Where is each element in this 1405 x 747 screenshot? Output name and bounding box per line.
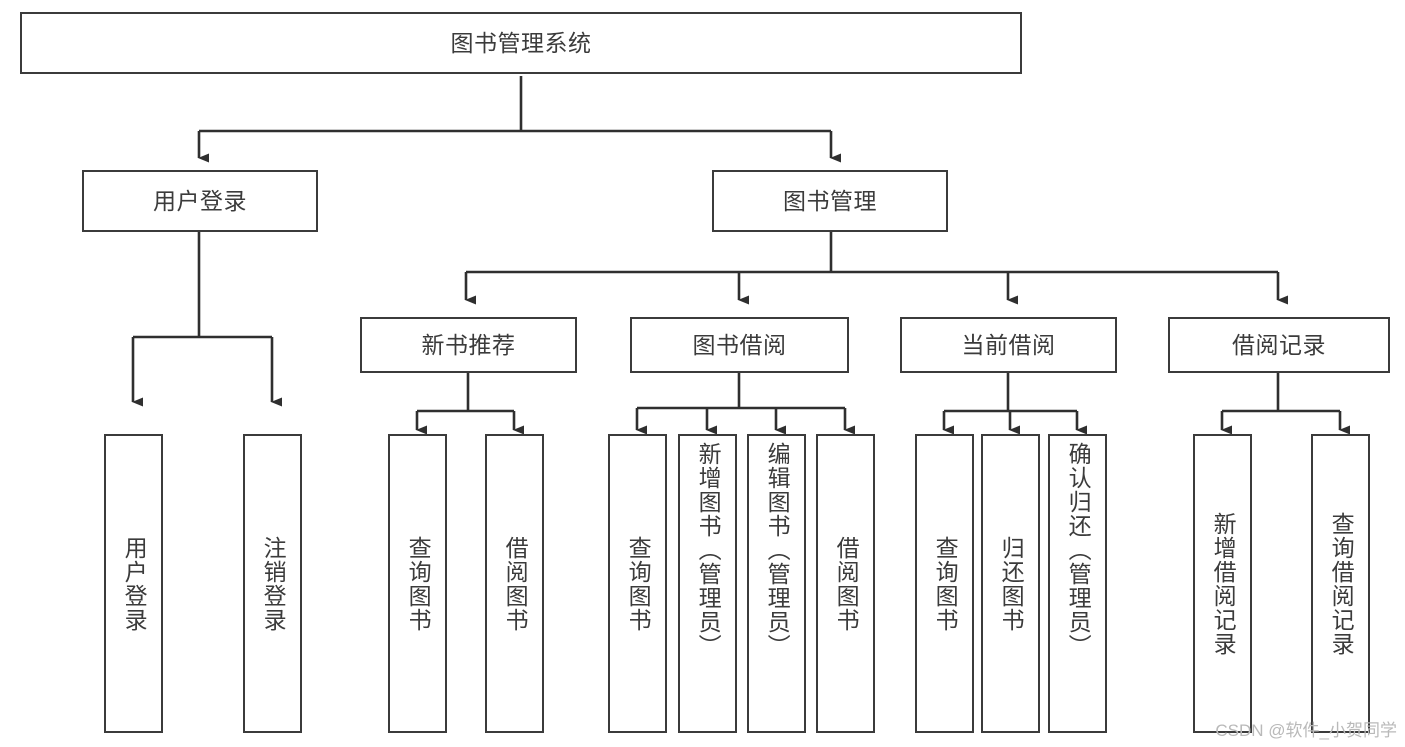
node-leaf-edit-book-admin[interactable]: 编辑图书（管理员） — [747, 434, 806, 733]
node-label: 图书管理 — [783, 187, 877, 214]
node-leaf-return-book[interactable]: 归还图书 — [981, 434, 1040, 733]
csdn-watermark: CSDN @软件_小贺同学 — [1215, 721, 1397, 740]
node-label: 借阅记录 — [1232, 331, 1326, 358]
node-root-book-management-system[interactable]: 图书管理系统 — [20, 12, 1022, 74]
node-label: 用户登录 — [121, 535, 148, 632]
node-leaf-add-book-admin[interactable]: 新增图书（管理员） — [678, 434, 737, 733]
node-leaf-query-book-current[interactable]: 查询图书 — [915, 434, 974, 733]
node-label: 查询图书 — [625, 535, 652, 632]
node-label: 用户登录 — [153, 187, 247, 214]
node-leaf-query-borrow-record[interactable]: 查询借阅记录 — [1311, 434, 1370, 733]
node-label: 查询借阅记录 — [1328, 511, 1355, 656]
node-label: 新增图书（管理员） — [695, 442, 722, 658]
node-label: 编辑图书（管理员） — [764, 442, 791, 658]
node-label: 查询图书 — [405, 535, 432, 632]
node-leaf-query-book-recommend[interactable]: 查询图书 — [388, 434, 447, 733]
node-leaf-confirm-return-admin[interactable]: 确认归还（管理员） — [1048, 434, 1107, 733]
node-label: 归还图书 — [998, 535, 1025, 632]
node-label: 注销登录 — [260, 535, 287, 632]
node-current-borrow[interactable]: 当前借阅 — [900, 317, 1117, 373]
node-leaf-borrow-book-recommend[interactable]: 借阅图书 — [485, 434, 544, 733]
node-label: 确认归还（管理员） — [1065, 442, 1092, 658]
node-label: 新增借阅记录 — [1210, 511, 1237, 656]
node-leaf-query-book-borrow[interactable]: 查询图书 — [608, 434, 667, 733]
node-label: 借阅图书 — [502, 535, 529, 632]
node-user-login[interactable]: 用户登录 — [82, 170, 318, 232]
node-leaf-logout-login[interactable]: 注销登录 — [243, 434, 302, 733]
node-book-borrow[interactable]: 图书借阅 — [630, 317, 849, 373]
node-leaf-borrow-book[interactable]: 借阅图书 — [816, 434, 875, 733]
node-label: 借阅图书 — [833, 535, 860, 632]
node-label: 图书管理系统 — [450, 29, 592, 56]
node-borrow-record[interactable]: 借阅记录 — [1168, 317, 1390, 373]
node-label: 当前借阅 — [961, 331, 1056, 358]
node-label: 查询图书 — [932, 535, 959, 632]
node-leaf-user-login[interactable]: 用户登录 — [104, 434, 163, 733]
node-label: 图书借阅 — [692, 331, 787, 358]
node-label: 新书推荐 — [421, 331, 516, 358]
node-book-management[interactable]: 图书管理 — [712, 170, 948, 232]
node-new-book-recommend[interactable]: 新书推荐 — [360, 317, 577, 373]
node-leaf-add-borrow-record[interactable]: 新增借阅记录 — [1193, 434, 1252, 733]
